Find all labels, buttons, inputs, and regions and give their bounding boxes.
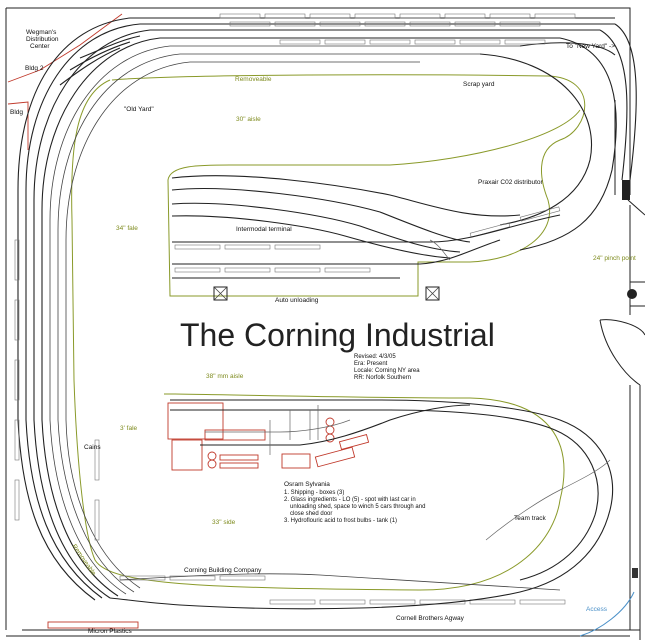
mainline-tracks <box>17 17 637 601</box>
osram-note-1: 1. Shipping - boxes (3) <box>284 490 344 496</box>
layout-title: The Corning Industrial <box>180 317 495 353</box>
scrap-yard-label: Scrap yard <box>463 81 495 88</box>
title-block: The Corning Industrial Revised: 4/3/05 E… <box>180 317 495 381</box>
auto-unloading-label: Auto unloading <box>275 297 319 304</box>
buildings <box>7 13 370 629</box>
room-walls <box>5 7 645 640</box>
locale-text: Locale: Corning NY area <box>354 368 420 374</box>
revised-date: Revised: 4/3/05 <box>354 354 396 360</box>
osram-notes: Osram Sylvania 1. Shipping - boxes (3) 2… <box>284 481 425 524</box>
aisle-3-label: 3' fale <box>120 425 138 432</box>
aisle-edges <box>71 74 586 591</box>
aisle-33-label: 33" side <box>212 519 236 526</box>
old-yard-label: "Old Yard" <box>124 106 154 113</box>
bldg-label: Bldg <box>10 109 23 116</box>
removeable-top-label: Removeable <box>235 76 272 83</box>
micron-label: Micron Plastics <box>88 628 132 635</box>
car-spots <box>14 13 576 605</box>
osram-plant <box>167 402 224 440</box>
cornell-brothers-label: Cornell Brothers Agway <box>396 615 465 622</box>
aisle-30-label: 30" aisle <box>236 116 261 123</box>
osram-note-4: close shed door <box>290 511 332 517</box>
team-track-label: Team track <box>514 515 547 522</box>
intermodal-yard-tracks <box>171 175 561 301</box>
osram-note-3: unloading shed, space to winch 5 cars th… <box>290 504 425 510</box>
wegmans-label-1: Wegman's <box>26 29 57 36</box>
era-text: Era: Present <box>354 361 388 367</box>
bldg2-label: Bldg 2 <box>25 65 44 72</box>
cains-label: Cains <box>84 444 101 451</box>
corning-building-label: Corning Building Company <box>184 567 262 574</box>
industry-labels: Wegman's Distribution Center Bldg 2 Bldg… <box>10 29 615 635</box>
wegmans-label-3: Center <box>30 43 50 50</box>
access-label: Access <box>586 606 608 613</box>
pinch-point-label: 24" pinch point <box>593 255 636 262</box>
intermodal-label: Intermodal terminal <box>236 226 292 233</box>
osram-note-2: 2. Glass ingredients - LO (5) - spot wit… <box>284 497 416 503</box>
wegmans-label-2: Distribution <box>26 36 59 43</box>
praxair-label: Praxair C02 distributor <box>478 179 543 186</box>
new-yard-label: To "New Yard" -> <box>566 43 615 50</box>
railroad-text: RR: Norfolk Southern <box>354 375 411 381</box>
osram-note-5: 3. Hydroflouric acid to frost bulbs - ta… <box>284 518 397 524</box>
aisle-38-label: 38" mm aisle <box>206 373 244 380</box>
osram-heading: Osram Sylvania <box>284 481 330 488</box>
access-door-arc <box>579 591 635 637</box>
osram-industry-tracks <box>109 399 614 610</box>
aisle-34-label: 34" fale <box>116 225 138 232</box>
